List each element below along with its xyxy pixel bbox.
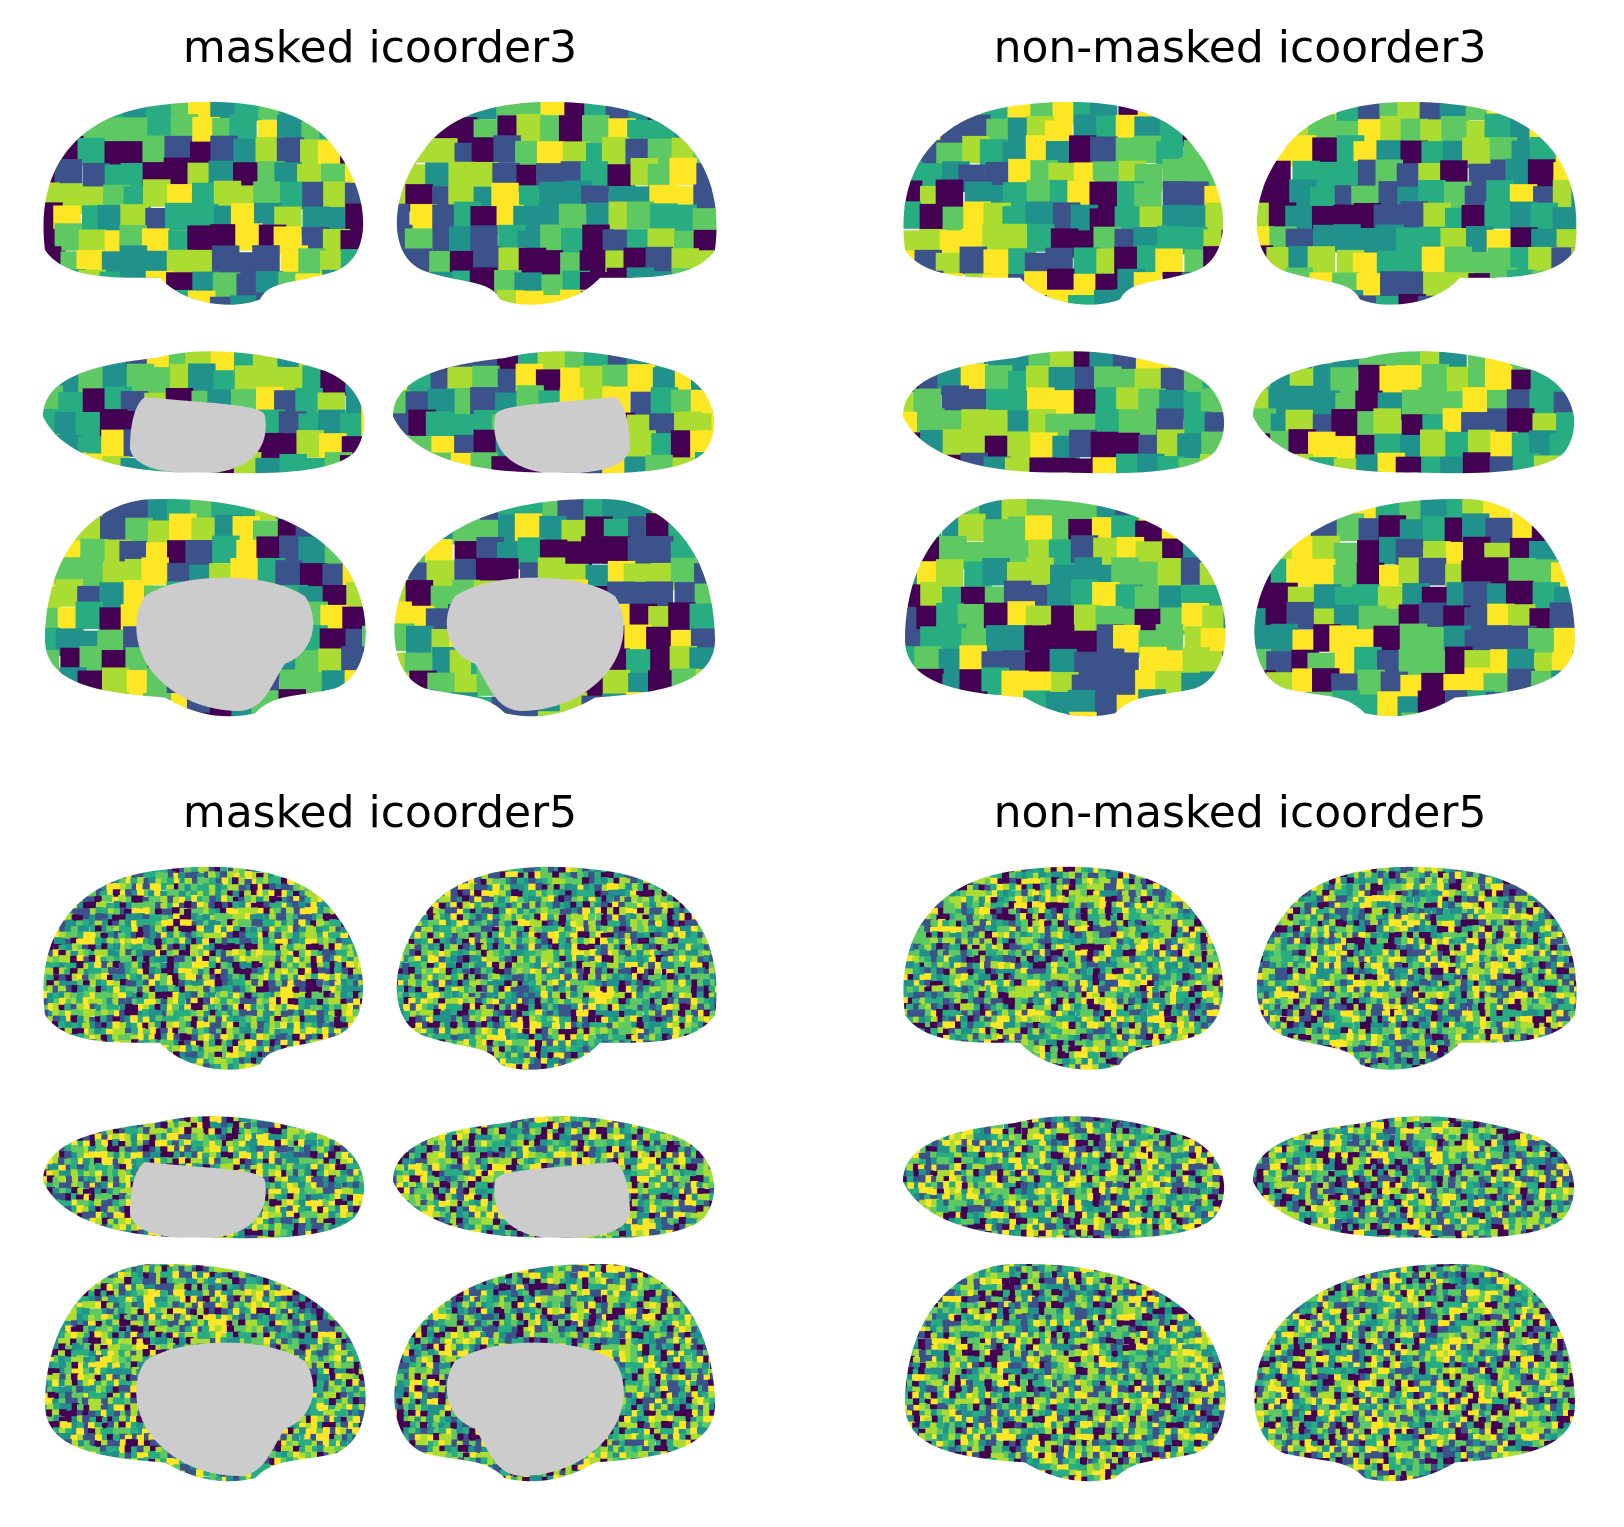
medial-wall-mask xyxy=(130,1162,266,1239)
brain-surface-medial-left xyxy=(905,498,1226,717)
brain-surface-medial-right xyxy=(1254,1263,1575,1482)
brain-surface-lateral-right xyxy=(396,101,717,305)
brain-surface-lateral-right xyxy=(1256,866,1577,1070)
panel-masked-icoorder5: masked icoorder5 xyxy=(30,765,730,1482)
brain-views-grid xyxy=(890,0,1590,717)
brain-surface-ventral-right xyxy=(1253,1116,1575,1239)
brain-surface-ventral-right xyxy=(393,351,715,474)
medial-wall-mask xyxy=(130,397,266,474)
medial-wall-mask xyxy=(136,577,314,711)
brain-surface-ventral-left xyxy=(903,1116,1225,1239)
brain-surface-lateral-left xyxy=(903,101,1224,305)
medial-wall-mask xyxy=(446,1342,624,1476)
medial-wall-mask xyxy=(494,1162,630,1239)
brain-surface-ventral-left xyxy=(43,1116,365,1239)
brain-surface-medial-left xyxy=(905,1263,1226,1482)
brain-surface-medial-right xyxy=(394,498,715,717)
medial-wall-mask xyxy=(136,1342,314,1476)
brain-surface-ventral-right xyxy=(393,1116,715,1239)
brain-views-grid xyxy=(30,0,730,717)
brain-surface-lateral-left xyxy=(43,101,364,305)
brain-surface-ventral-right xyxy=(1253,351,1575,474)
brain-views-grid xyxy=(30,765,730,1482)
brain-surface-ventral-left xyxy=(903,351,1225,474)
panel-title: non-masked icoorder3 xyxy=(890,22,1590,73)
brain-surface-medial-left xyxy=(45,498,366,717)
brain-surface-lateral-left xyxy=(903,866,1224,1070)
panel-masked-icoorder3: masked icoorder3 xyxy=(30,0,730,717)
brain-surface-ventral-left xyxy=(43,351,365,474)
panel-non-masked-icoorder3: non-masked icoorder3 xyxy=(890,0,1590,717)
brain-surface-lateral-right xyxy=(1256,101,1577,305)
medial-wall-mask xyxy=(446,577,624,711)
brain-surface-lateral-left xyxy=(43,866,364,1070)
panel-non-masked-icoorder5: non-masked icoorder5 xyxy=(890,765,1590,1482)
brain-surface-medial-right xyxy=(1254,498,1575,717)
brain-surface-medial-left xyxy=(45,1263,366,1482)
brain-surface-medial-right xyxy=(394,1263,715,1482)
panel-title: masked icoorder3 xyxy=(30,22,730,73)
medial-wall-mask xyxy=(494,397,630,474)
panel-title: non-masked icoorder5 xyxy=(890,787,1590,838)
panel-title: masked icoorder5 xyxy=(30,787,730,838)
brain-surface-lateral-right xyxy=(396,866,717,1070)
brain-views-grid xyxy=(890,765,1590,1482)
